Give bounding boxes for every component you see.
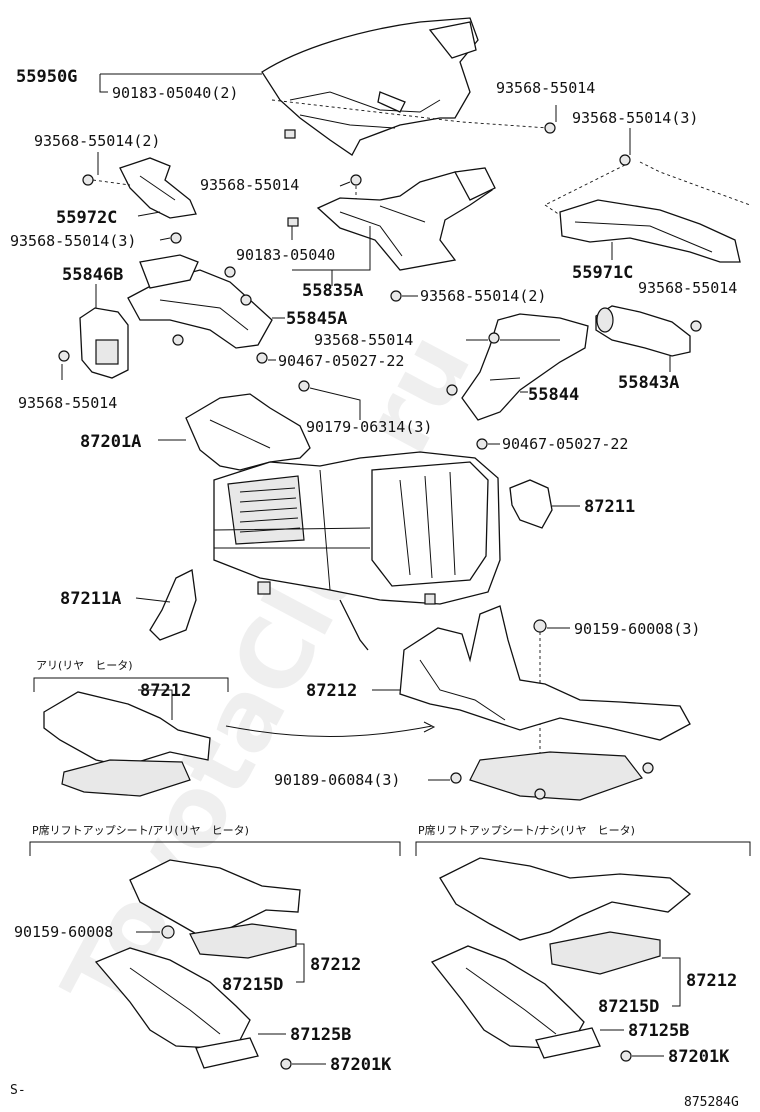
label-90179-06314: 90179-06314(3) xyxy=(306,418,432,436)
bolt-93568-top xyxy=(544,122,556,134)
label-90183-05040-2: 90183-05040(2) xyxy=(112,84,238,102)
caption-p-lift-without: P席リフトアップシート/ナシ(リヤ ヒータ) xyxy=(418,823,635,837)
part-87211 xyxy=(509,479,553,529)
label-55835A: 55835A xyxy=(302,281,363,301)
part-87125B-right xyxy=(535,1027,601,1059)
caption-with-rear-heater: アリ(リヤ ヒータ) xyxy=(36,659,133,672)
label-87125B-left: 87125B xyxy=(290,1025,351,1045)
label-90189-06084: 90189-06084(3) xyxy=(274,771,400,789)
part-87212-right xyxy=(439,857,692,975)
part-87212-left xyxy=(129,859,301,959)
label-93568-3-left: 93568-55014(3) xyxy=(10,232,136,250)
label-87211: 87211 xyxy=(584,497,635,517)
label-55972C: 55972C xyxy=(56,208,117,228)
label-87212-right: 87212 xyxy=(686,971,737,991)
label-87201K-left: 87201K xyxy=(330,1055,392,1075)
part-87125B-left xyxy=(195,1037,259,1069)
label-87215D-left: 87215D xyxy=(222,975,283,995)
label-90183-05040: 90183-05040 xyxy=(236,246,335,264)
label-87201K-right: 87201K xyxy=(668,1047,730,1067)
bolt-93568-3-right xyxy=(619,154,631,166)
label-55843A: 55843A xyxy=(618,373,679,393)
part-55846B xyxy=(79,307,129,379)
label-55846B: 55846B xyxy=(62,265,123,285)
inset-bracket xyxy=(33,677,229,692)
part-87211A xyxy=(149,569,197,641)
label-87212-inset: 87212 xyxy=(140,681,191,701)
part-55845A xyxy=(127,254,273,349)
label-93568-top: 93568-55014 xyxy=(496,79,595,97)
label-90467-a: 90467-05027-22 xyxy=(278,352,404,370)
part-55843A xyxy=(595,305,691,357)
label-55971C: 55971C xyxy=(572,263,633,283)
part-55835A xyxy=(316,167,496,271)
label-87212-left: 87212 xyxy=(310,955,361,975)
label-93568-mid: 93568-55014 xyxy=(200,176,299,194)
label-93568-2-left: 93568-55014(2) xyxy=(34,132,160,150)
bracket-left xyxy=(29,841,401,856)
label-87201A: 87201A xyxy=(80,432,141,452)
label-55844: 55844 xyxy=(528,385,579,405)
label-87211A: 87211A xyxy=(60,589,121,609)
label-93568-3-right: 93568-55014(3) xyxy=(572,109,698,127)
part-55971C xyxy=(559,199,741,263)
part-55950G xyxy=(261,17,479,156)
label-55845A: 55845A xyxy=(286,309,347,329)
label-90467-b: 90467-05027-22 xyxy=(502,435,628,453)
bracket-right xyxy=(415,841,751,856)
label-93568-center: 93568-55014 xyxy=(314,331,413,349)
label-90159-60008-3: 90159-60008(3) xyxy=(574,620,700,638)
caption-p-lift-with: P席リフトアップシート/アリ(リヤ ヒータ) xyxy=(32,823,249,837)
label-90159-60008-left: 90159-60008 xyxy=(14,923,113,941)
label-87212-main: 87212 xyxy=(306,681,357,701)
part-87215D-left xyxy=(94,947,251,1049)
diagram-id: 875284G xyxy=(684,1095,739,1110)
part-55972C xyxy=(119,157,197,219)
footer-left: S- xyxy=(10,1083,26,1098)
label-55950G: 55950G xyxy=(16,67,77,87)
label-87215D-right: 87215D xyxy=(598,997,659,1017)
part-hvac-unit xyxy=(213,451,501,651)
label-87125B-right: 87125B xyxy=(628,1021,689,1041)
part-87201A xyxy=(185,393,311,471)
part-87212-inset xyxy=(43,691,211,797)
part-87212-main xyxy=(399,605,691,801)
label-93568-right2: 93568-55014 xyxy=(638,279,737,297)
label-93568-leftlow: 93568-55014 xyxy=(18,394,117,412)
label-93568-2-mid: 93568-55014(2) xyxy=(420,287,546,305)
